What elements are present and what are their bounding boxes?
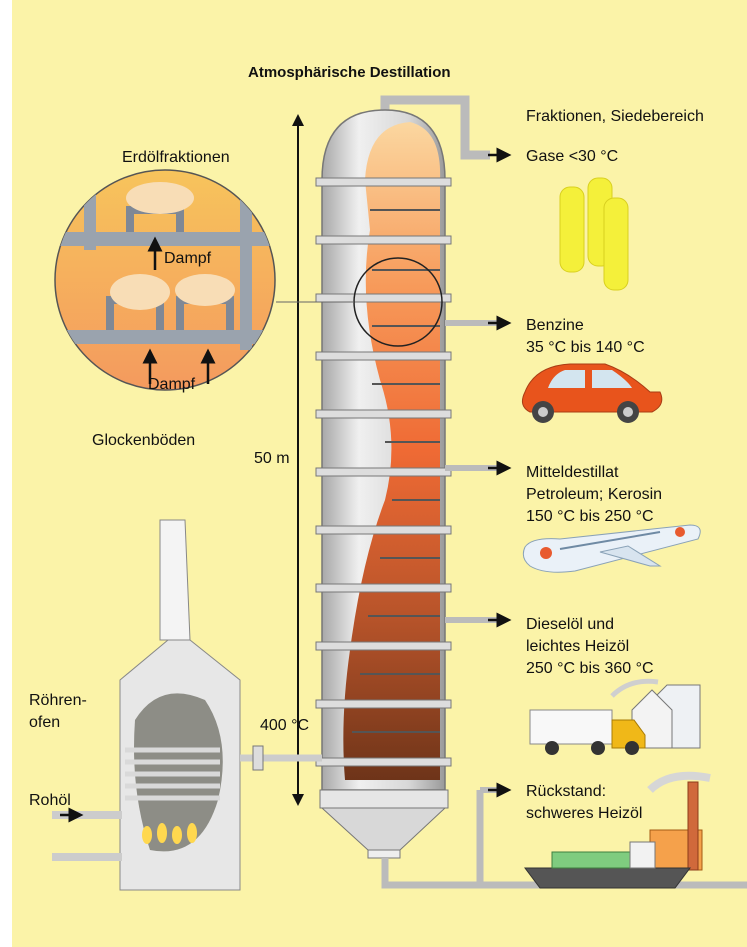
distillation-column [316,110,451,858]
fraction-diesel-line3: 250 °C bis 360 °C [526,658,654,679]
diagram-title: Atmosphärische Destillation [248,62,451,83]
crude-oil-label: Rohöl [29,790,71,811]
fraction-benzine-line1: Benzine [526,315,584,336]
fraction-residue-line1: Rückstand: [526,781,606,802]
truck-house-icon [530,681,700,755]
airplane-icon [523,525,700,572]
gas-cylinders-icon [560,178,628,290]
temperature-label: 400 °C [260,715,309,736]
fraction-middle-line2: Petroleum; Kerosin [526,484,662,505]
dampf-bottom-label: Dampf [148,374,195,395]
fraction-middle-line3: 150 °C bis 250 °C [526,506,654,527]
fraction-diesel-line1: Dieselöl und [526,614,614,635]
height-label: 50 m [254,448,290,469]
car-icon [522,364,661,423]
dampf-top-label: Dampf [164,248,211,269]
fraction-gases: Gase <30 °C [526,146,618,167]
fraction-middle-line1: Mitteldestillat [526,462,618,483]
furnace-label-line1: Röhren- [29,690,87,711]
glockenboeden-caption: Glockenböden [92,430,195,451]
fraction-diesel-line2: leichtes Heizöl [526,636,629,657]
fractions-header: Fraktionen, Siedebereich [526,106,704,127]
bubble-cap-tray-detail [40,160,300,390]
fraction-benzine-line2: 35 °C bis 140 °C [526,337,645,358]
furnace-label-line2: ofen [29,712,60,733]
erdoelfraktionen-label: Erdölfraktionen [122,147,230,168]
fraction-residue-line2: schweres Heizöl [526,803,642,824]
tube-furnace [120,520,240,890]
